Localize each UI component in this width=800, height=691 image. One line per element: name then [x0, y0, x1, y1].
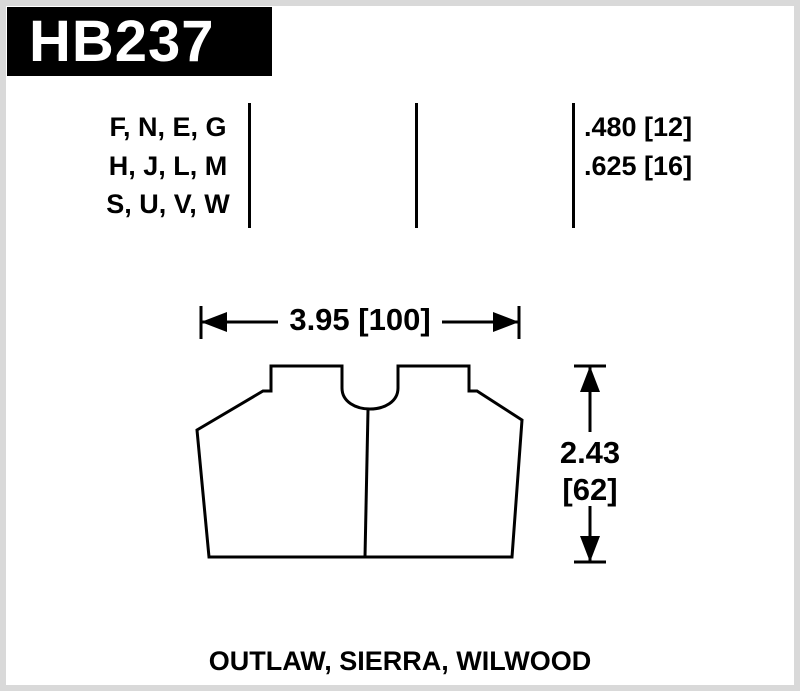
- brake-pad-outline: [195, 364, 524, 559]
- compound-row: F, N, E, G: [109, 112, 227, 142]
- height-dimension-arrow: [574, 364, 606, 564]
- compound-row: S, U, V, W: [106, 189, 230, 219]
- spec-table-dividers: [248, 103, 575, 228]
- applications-caption: OUTLAW, SIERRA, WILWOOD: [208, 646, 592, 676]
- arrowhead-left: [201, 312, 227, 332]
- compound-row: H, J, L, M: [108, 150, 228, 181]
- thickness-list: .480 [12] .625 [16]: [584, 108, 754, 185]
- pad-center-line: [363, 409, 370, 558]
- sheet-background: [6, 6, 794, 685]
- part-number: HB237: [29, 8, 215, 74]
- thickness-row: .625 [16]: [584, 150, 693, 181]
- arrowhead-down: [580, 536, 600, 562]
- arrowhead-up: [580, 366, 600, 392]
- compound-list: F, N, E, G H, J, L, M S, U, V, W: [88, 108, 248, 224]
- height-dimension-label-mm: [62]: [562, 472, 618, 507]
- width-dimension-arrow: [199, 306, 521, 339]
- arrowhead-right: [493, 312, 519, 332]
- part-number-box: HB237: [7, 7, 272, 76]
- thickness-row: .480 [12]: [584, 112, 693, 142]
- height-dimension-label-inches: 2.43: [559, 435, 621, 470]
- width-dimension-label: 3.95 [100]: [289, 302, 431, 337]
